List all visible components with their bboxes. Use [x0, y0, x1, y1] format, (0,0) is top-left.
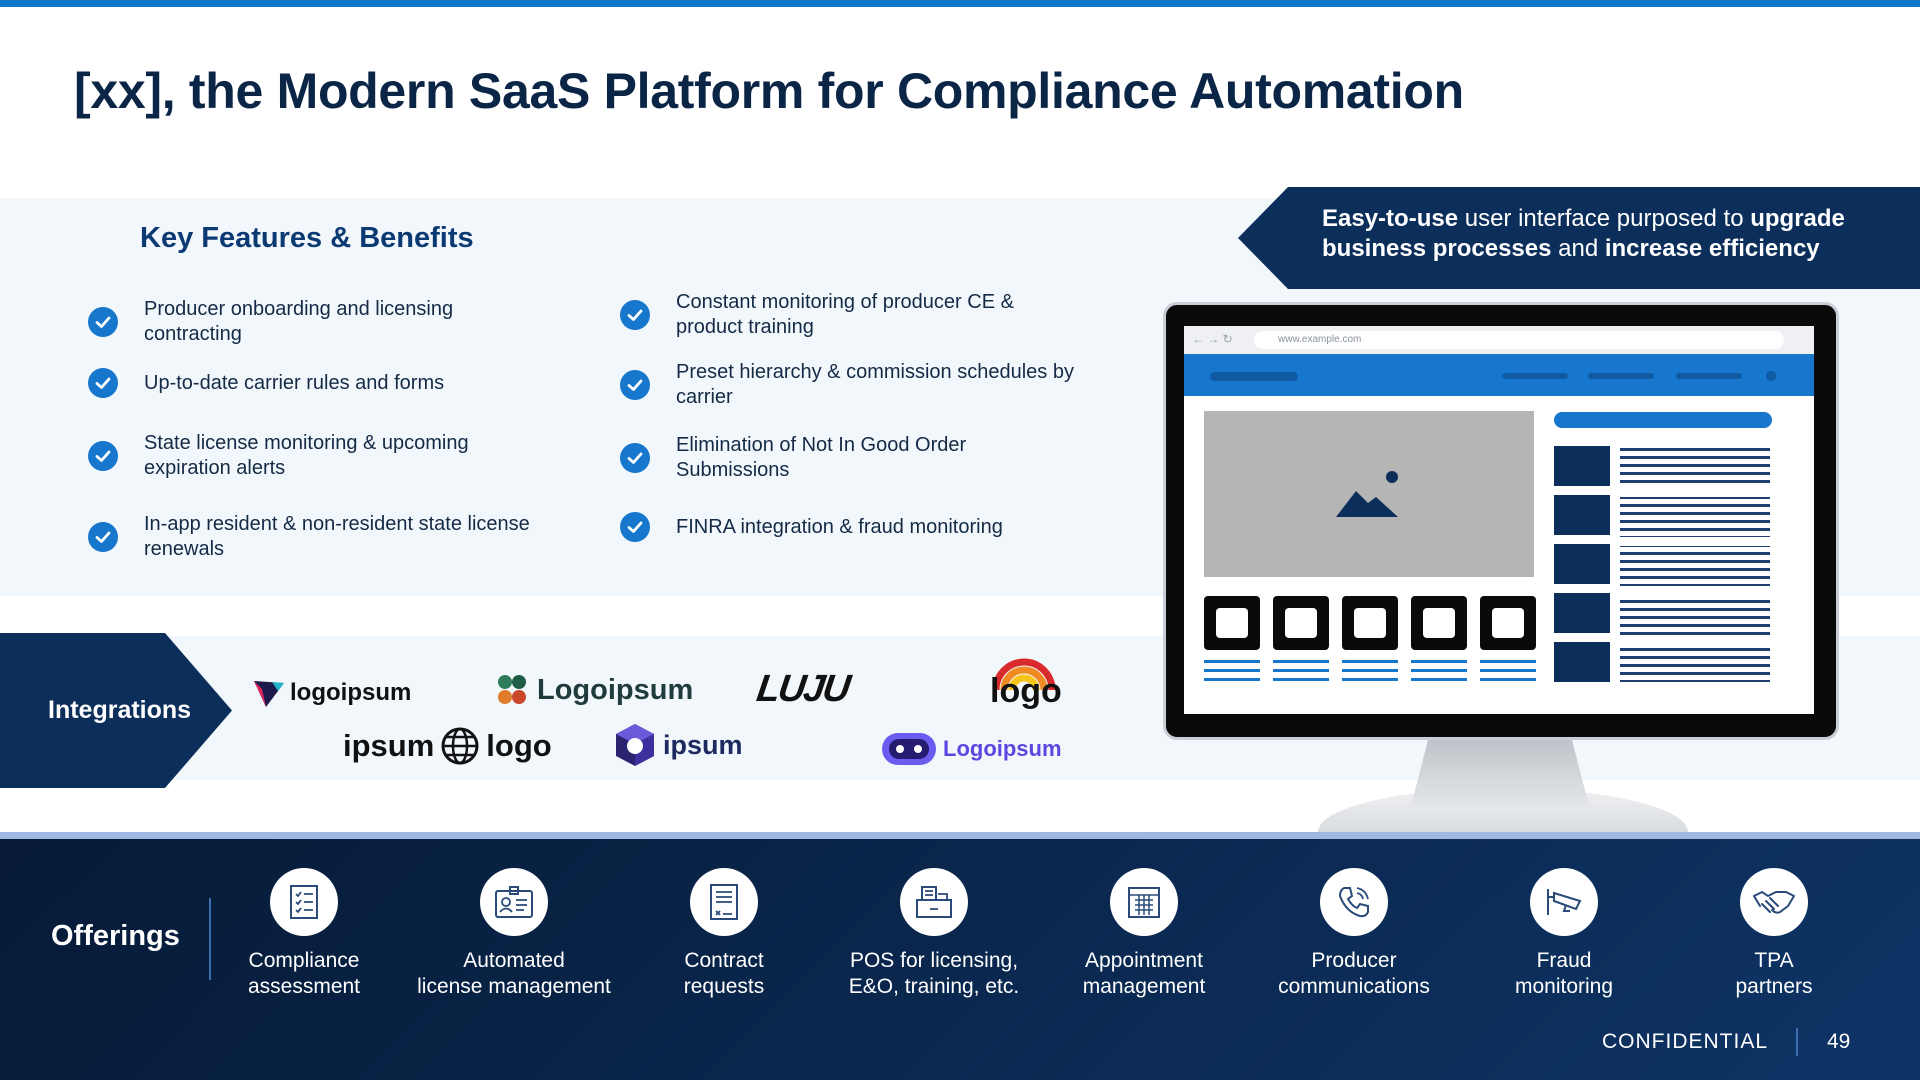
check-icon: [88, 307, 118, 337]
offerings-accent-line: [0, 832, 1920, 839]
address-bar: www.example.com: [1254, 331, 1784, 349]
globe-logo-icon: [441, 727, 479, 765]
page-number: 49: [1827, 1030, 1851, 1053]
browser-toolbar: ← → ↻ www.example.com: [1184, 326, 1814, 354]
offering-item: Appointment management: [1029, 868, 1259, 1000]
monitor-stand-neck: [1410, 740, 1590, 810]
triangle-logo-icon: [254, 681, 284, 707]
check-icon: [88, 522, 118, 552]
nav-placeholder: [1502, 373, 1568, 379]
offerings-divider: [209, 898, 211, 980]
checklist-icon: [270, 868, 338, 936]
partner-logo: Logoipsum: [493, 670, 693, 710]
offering-label: Fraud monitoring: [1514, 949, 1614, 998]
offering-item: Producer communications: [1239, 868, 1469, 1000]
check-icon: [620, 512, 650, 542]
thumbnail: [1204, 596, 1260, 650]
browser-nav-icons: ← → ↻: [1192, 332, 1233, 346]
feature-item: In-app resident & non-resident state lic…: [88, 512, 544, 562]
image-icon: [1336, 471, 1398, 517]
nav-placeholder: [1588, 373, 1654, 379]
security-camera-icon: [1530, 868, 1598, 936]
site-logo-placeholder: [1210, 372, 1298, 381]
offering-item: Fraud monitoring: [1449, 868, 1679, 1000]
nav-placeholder: [1676, 373, 1742, 379]
features-heading: Key Features & Benefits: [140, 222, 474, 254]
check-icon: [620, 370, 650, 400]
feature-item: FINRA integration & fraud monitoring: [620, 512, 1076, 542]
offering-label: Appointment management: [1082, 949, 1206, 998]
check-icon: [620, 443, 650, 473]
hero-image-placeholder: [1204, 411, 1534, 577]
offerings-label: Offerings: [51, 920, 180, 952]
callout-text: Easy-to-use user interface purposed to u…: [1322, 205, 1845, 262]
confidential-label: CONFIDENTIAL: [1602, 1030, 1769, 1053]
cash-register-icon: [900, 868, 968, 936]
feature-item: Elimination of Not In Good Order Submiss…: [620, 433, 1076, 483]
partner-logo: logoipsum: [252, 677, 411, 709]
thumbnail-captions: [1204, 660, 1536, 684]
thumbnail: [1480, 596, 1536, 650]
offering-label: Contract requests: [683, 949, 765, 998]
thumbnail-grid: [1204, 596, 1544, 706]
feature-text: Producer onboarding and licensing contra…: [144, 298, 454, 345]
feature-text: State license monitoring & upcoming expi…: [144, 432, 469, 479]
check-icon: [88, 441, 118, 471]
feature-text: Constant monitoring of producer CE & pro…: [676, 291, 1014, 338]
url-text: www.example.com: [1278, 334, 1362, 345]
handshake-icon: [1740, 868, 1808, 936]
sidebar-text-lines: [1620, 448, 1770, 682]
offering-label: TPA partners: [1735, 949, 1813, 998]
footer-divider: [1796, 1028, 1798, 1056]
thumbnail: [1411, 596, 1467, 650]
contract-icon: [690, 868, 758, 936]
feature-item: Producer onboarding and licensing contra…: [88, 297, 544, 347]
offering-label: Producer communications: [1278, 949, 1430, 998]
robot-logo-icon: [882, 733, 936, 765]
sidebar-search-placeholder: [1554, 412, 1772, 428]
feature-item: Constant monitoring of producer CE & pro…: [620, 290, 1076, 340]
phone-icon: [1320, 868, 1388, 936]
offering-item: Compliance assessment: [189, 868, 419, 1000]
check-icon: [620, 300, 650, 330]
offering-item: Automated license management: [399, 868, 629, 1000]
feature-text: FINRA integration & fraud monitoring: [676, 515, 1003, 538]
partner-logo: ipsum logo: [343, 726, 552, 766]
partner-logo: logo: [988, 652, 1062, 712]
calendar-icon: [1110, 868, 1178, 936]
site-header: [1184, 354, 1814, 396]
cube-logo-icon: [616, 724, 654, 766]
partner-logo: LUJU: [754, 668, 852, 710]
thumbnail: [1273, 596, 1329, 650]
feature-text: Preset hierarchy & commission schedules …: [676, 361, 1074, 408]
feature-text: In-app resident & non-resident state lic…: [144, 513, 530, 560]
feature-item: State license monitoring & upcoming expi…: [88, 431, 544, 481]
flower-logo-icon: [498, 675, 526, 704]
thumbnail: [1342, 596, 1398, 650]
offering-label: Compliance assessment: [247, 949, 361, 998]
feature-text: Up-to-date carrier rules and forms: [144, 371, 445, 394]
rainbow-logo-icon: [992, 658, 1056, 691]
partner-logo: Logoipsum: [881, 732, 1062, 766]
feature-text: Elimination of Not In Good Order Submiss…: [676, 434, 967, 481]
check-icon: [88, 368, 118, 398]
offering-item: Contract requests: [609, 868, 839, 1000]
feature-item: Preset hierarchy & commission schedules …: [620, 360, 1076, 410]
offering-item: POS for licensing, E&O, training, etc.: [819, 868, 1049, 1000]
offering-label: Automated license management: [417, 949, 611, 998]
sidebar-list: [1554, 446, 1784, 706]
feature-item: Up-to-date carrier rules and forms: [88, 368, 544, 398]
offering-item: TPA partners: [1659, 868, 1889, 1000]
page-title: [xx], the Modern SaaS Platform for Compl…: [74, 63, 1464, 119]
offering-label: POS for licensing, E&O, training, etc.: [848, 949, 1020, 998]
callout-banner: [1238, 187, 1920, 289]
top-accent-bar: [0, 0, 1920, 7]
id-card-icon: [480, 868, 548, 936]
partner-logo: ipsum: [613, 722, 743, 768]
monitor-screen: ← → ↻ www.example.com: [1184, 326, 1814, 714]
user-icon: [1766, 371, 1776, 381]
integrations-label: Integrations: [48, 696, 192, 724]
